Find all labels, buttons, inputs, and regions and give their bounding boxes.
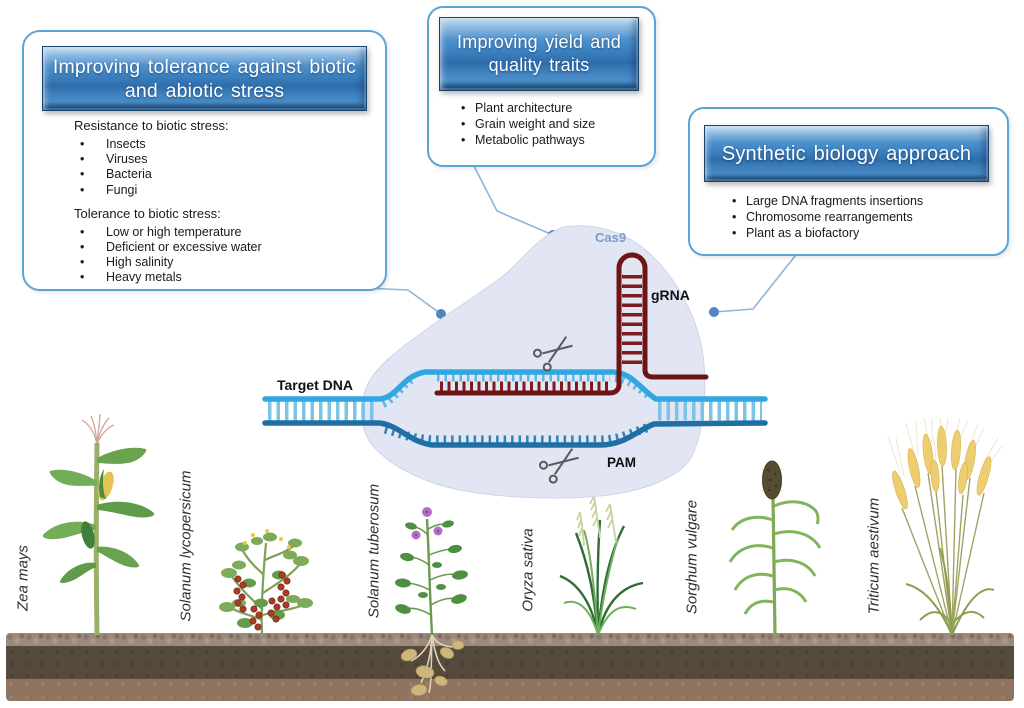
dna-top-strand bbox=[262, 369, 768, 402]
connector-stress bbox=[364, 287, 442, 315]
list-item: Low or high temperature bbox=[74, 225, 371, 240]
wheat-stems bbox=[901, 464, 985, 635]
tomato-flowers bbox=[243, 529, 291, 549]
list-item: Insects bbox=[74, 137, 371, 152]
plant-wheat bbox=[887, 418, 1003, 635]
wheat-spikes bbox=[892, 425, 992, 510]
corn-ear-green bbox=[81, 521, 95, 549]
cas9-protein-blob bbox=[360, 225, 706, 499]
target-dna-label: Target DNA bbox=[277, 377, 353, 393]
wheat-awns bbox=[887, 418, 1003, 477]
wheat-leaves bbox=[905, 547, 995, 635]
plant-sorghum bbox=[728, 460, 822, 635]
list-item: Metabolic pathways bbox=[459, 132, 648, 148]
crispr-cas9-diagram bbox=[262, 225, 768, 499]
corn-ear-husk bbox=[99, 469, 106, 499]
resistance-list: Insects Viruses Bacteria Fungi bbox=[74, 137, 371, 198]
callout-synthetic-header: Synthetic biology approach bbox=[704, 125, 989, 182]
sorghum-stem bbox=[771, 495, 777, 635]
callout-yield-header: Improving yield and quality traits bbox=[439, 17, 639, 91]
plant-label-sorghum-vulgare: Sorghum vulgare bbox=[683, 499, 701, 615]
list-item: Chromosome rearrangements bbox=[730, 209, 1001, 225]
grna-label: gRNA bbox=[651, 287, 690, 303]
list-item: Large DNA fragments insertions bbox=[730, 193, 1001, 209]
callout-stress: Improving tolerance against biotic and a… bbox=[22, 30, 387, 291]
plant-label-solanum-lycopersicum: Solanum lycopersicum bbox=[177, 470, 195, 622]
plant-rice bbox=[559, 495, 644, 635]
scissors-icon bbox=[538, 448, 579, 484]
list-item: Heavy metals bbox=[74, 270, 371, 285]
callout-synthetic: Synthetic biology approach Large DNA fra… bbox=[688, 107, 1009, 256]
grna-hairpin bbox=[616, 252, 709, 388]
potato-flower-centers bbox=[414, 510, 440, 537]
list-item: Plant as a biofactory bbox=[730, 225, 1001, 241]
list-item: Plant architecture bbox=[459, 100, 648, 116]
plant-label-zea-mays: Zea mays bbox=[14, 545, 32, 611]
corn-tassel bbox=[81, 413, 115, 446]
sorghum-seed-texture bbox=[766, 468, 778, 492]
callout-synthetic-body: Large DNA fragments insertions Chromosom… bbox=[730, 191, 1001, 249]
tomato-leaves bbox=[219, 532, 313, 612]
sorghum-leaves bbox=[728, 500, 822, 615]
plant-tomato bbox=[219, 529, 313, 635]
list-item: Bacteria bbox=[74, 167, 371, 182]
grna-molecule bbox=[434, 252, 709, 396]
plant-label-oryza-sativa: Oryza sativa bbox=[519, 528, 537, 612]
soil-dark-layer bbox=[6, 646, 1014, 679]
rice-blades-light bbox=[563, 529, 637, 635]
callout-stress-header: Improving tolerance against biotic and a… bbox=[42, 46, 367, 111]
synthetic-list: Large DNA fragments insertions Chromosom… bbox=[730, 193, 1001, 241]
yield-list: Plant architecture Grain weight and size… bbox=[459, 100, 648, 148]
potato-stem bbox=[425, 518, 434, 636]
callout-stress-title: Improving tolerance against biotic and a… bbox=[52, 55, 357, 102]
callout-yield: Improving yield and quality traits Plant… bbox=[427, 6, 656, 167]
section-heading-resistance: Resistance to biotic stress: bbox=[74, 118, 229, 133]
rice-panicles bbox=[576, 495, 617, 547]
callout-yield-body: Plant architecture Grain weight and size… bbox=[459, 98, 648, 156]
dna-bottom-strand bbox=[262, 420, 768, 448]
pam-label: PAM bbox=[607, 455, 636, 470]
list-item: Fungi bbox=[74, 183, 371, 198]
potato-leaves bbox=[395, 520, 468, 614]
corn-stalk bbox=[93, 442, 100, 635]
tomato-fruit-clusters bbox=[233, 571, 291, 631]
connector-dot-stress bbox=[436, 309, 446, 319]
plant-corn bbox=[42, 413, 155, 635]
list-item: High salinity bbox=[74, 255, 371, 270]
plant-potato bbox=[395, 507, 468, 696]
list-item: Deficient or excessive water bbox=[74, 240, 371, 255]
list-item: Viruses bbox=[74, 152, 371, 167]
plant-label-solanum-tuberosum: Solanum tuberosum bbox=[365, 483, 383, 619]
plant-label-triticum-aestivum: Triticum aestivum bbox=[865, 497, 883, 615]
soil-pebble-layer bbox=[6, 633, 1014, 646]
callout-yield-title: Improving yield and quality traits bbox=[457, 32, 621, 75]
callout-synthetic-title: Synthetic biology approach bbox=[721, 142, 972, 165]
connector-synthetic bbox=[713, 250, 800, 313]
soil-light-layer bbox=[6, 679, 1014, 701]
connector-yield bbox=[472, 163, 554, 236]
scissors-icon bbox=[532, 336, 573, 372]
connector-dot-synthetic bbox=[709, 307, 719, 317]
list-item: Grain weight and size bbox=[459, 116, 648, 132]
section-heading-tolerance: Tolerance to biotic stress: bbox=[74, 205, 221, 221]
soil-band bbox=[6, 633, 1014, 701]
rice-blades-dark bbox=[559, 519, 644, 635]
tolerance-list: Low or high temperature Deficient or exc… bbox=[74, 225, 371, 286]
callout-stress-body: Resistance to biotic stress: Insects Vir… bbox=[74, 118, 371, 294]
potato-tubers bbox=[400, 640, 465, 696]
cas9-label: Cas9 bbox=[595, 230, 627, 245]
